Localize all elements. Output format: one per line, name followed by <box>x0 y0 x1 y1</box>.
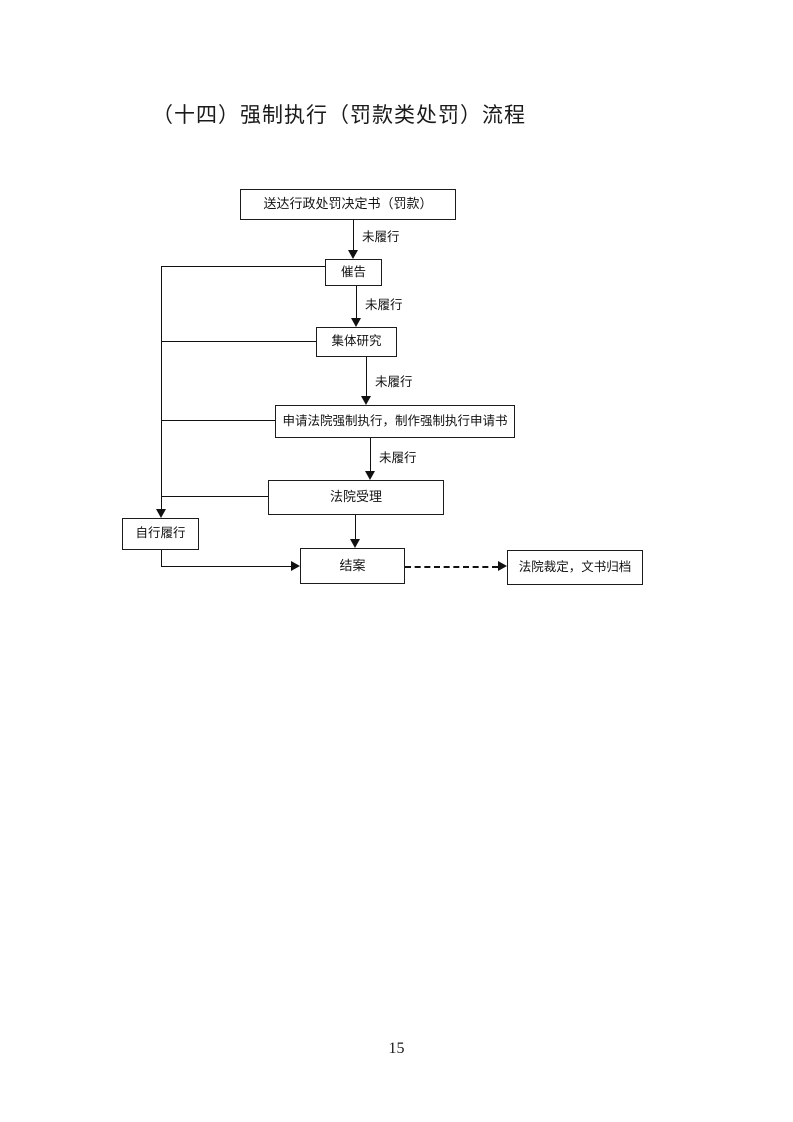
arrowhead-urge-to-study <box>351 318 361 327</box>
flow-node-collective-study-label: 集体研究 <box>331 334 382 349</box>
connector-urge-to-study <box>356 286 357 318</box>
arrowhead-apply-to-accept <box>365 471 375 480</box>
flow-node-urge: 催告 <box>325 259 382 286</box>
arrowhead-self-performance-to-close <box>291 561 300 571</box>
connector-study-to-apply <box>366 357 367 396</box>
edge-label-apply-to-accept: 未履行 <box>379 451 417 465</box>
page-number: 15 <box>388 1040 405 1057</box>
connector-accept-to-close <box>355 515 356 539</box>
connector-apply-to-rail <box>161 420 276 421</box>
edge-label-deliver-to-urge: 未履行 <box>362 230 400 244</box>
flow-node-apply-court-enforcement: 申请法院强制执行，制作强制执行申请书 <box>275 405 515 438</box>
connector-deliver-to-urge <box>353 220 354 250</box>
flow-node-self-performance: 自行履行 <box>122 518 199 550</box>
arrowhead-rail-to-self-performance <box>156 509 166 518</box>
flow-node-urge-label: 催告 <box>340 264 366 279</box>
connector-self-performance-down <box>161 550 162 567</box>
edge-label-urge-to-study: 未履行 <box>365 298 403 312</box>
flow-node-court-ruling-archive: 法院裁定，文书归档 <box>507 550 643 585</box>
flow-node-self-performance-label: 自行履行 <box>135 526 186 541</box>
flow-node-apply-court-enforcement-label: 申请法院强制执行，制作强制执行申请书 <box>282 413 508 428</box>
connector-self-performance-to-close <box>161 566 291 567</box>
arrowhead-close-to-ruling <box>498 561 507 571</box>
arrowhead-deliver-to-urge <box>348 250 358 259</box>
connector-close-to-ruling <box>405 566 498 568</box>
connector-study-to-rail <box>161 341 317 342</box>
arrowhead-study-to-apply <box>361 396 371 405</box>
flow-node-deliver: 送达行政处罚决定书（罚款） <box>240 189 456 220</box>
page-title: （十四）强制执行（罚款类处罚）流程 <box>152 103 526 127</box>
flow-node-deliver-label: 送达行政处罚决定书（罚款） <box>263 196 433 212</box>
flow-node-court-acceptance: 法院受理 <box>268 480 444 515</box>
flow-node-collective-study: 集体研究 <box>316 327 397 357</box>
flow-node-case-closed: 结案 <box>300 548 405 584</box>
flow-node-case-closed-label: 结案 <box>339 557 366 573</box>
connector-urge-to-rail <box>161 266 326 267</box>
edge-label-study-to-apply: 未履行 <box>375 375 413 389</box>
flow-node-court-ruling-archive-label: 法院裁定，文书归档 <box>518 559 632 574</box>
arrowhead-accept-to-close <box>350 539 360 548</box>
connector-left-rail <box>161 266 162 509</box>
connector-apply-to-accept <box>370 438 371 471</box>
connector-accept-to-rail <box>161 496 269 497</box>
flow-node-court-acceptance-label: 法院受理 <box>329 489 382 505</box>
